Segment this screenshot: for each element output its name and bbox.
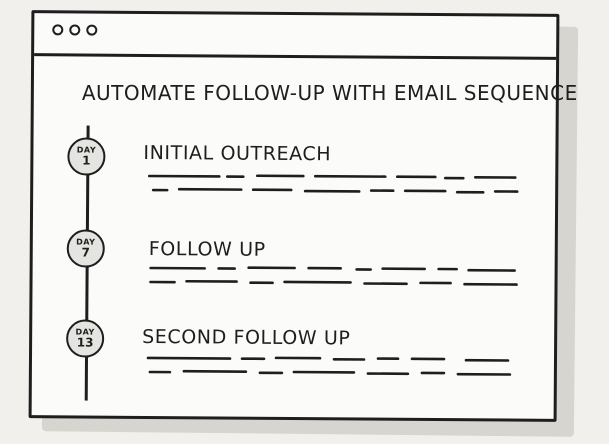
page-heading: AUTOMATE FOLLOW-UP WITH EMAIL SEQUENCE bbox=[81, 81, 578, 106]
day-badge-number: 1 bbox=[82, 153, 91, 168]
day-badge-1: DAY 1 bbox=[67, 137, 106, 176]
text-placeholder-lines-3 bbox=[146, 356, 512, 376]
step-title-1: INITIAL OUTREACH bbox=[143, 141, 332, 166]
step-title-3: SECOND FOLLOW UP bbox=[142, 325, 351, 350]
window-dot-icon bbox=[52, 24, 64, 36]
window-titlebar bbox=[34, 13, 557, 60]
text-placeholder-lines-1 bbox=[147, 174, 519, 194]
step-title-2: FOLLOW UP bbox=[148, 237, 266, 261]
browser-window-sketch: AUTOMATE FOLLOW-UP WITH EMAIL SEQUENCE D… bbox=[28, 10, 578, 422]
window-dot-icon bbox=[69, 24, 81, 36]
day-badge-number: 7 bbox=[81, 245, 90, 260]
day-badge-13: DAY 13 bbox=[66, 319, 105, 358]
text-placeholder-lines-2 bbox=[149, 266, 518, 286]
window-dot-icon bbox=[86, 24, 98, 36]
day-badge-number: 13 bbox=[76, 335, 94, 350]
day-badge-7: DAY 7 bbox=[66, 229, 105, 268]
window-controls bbox=[52, 24, 98, 36]
